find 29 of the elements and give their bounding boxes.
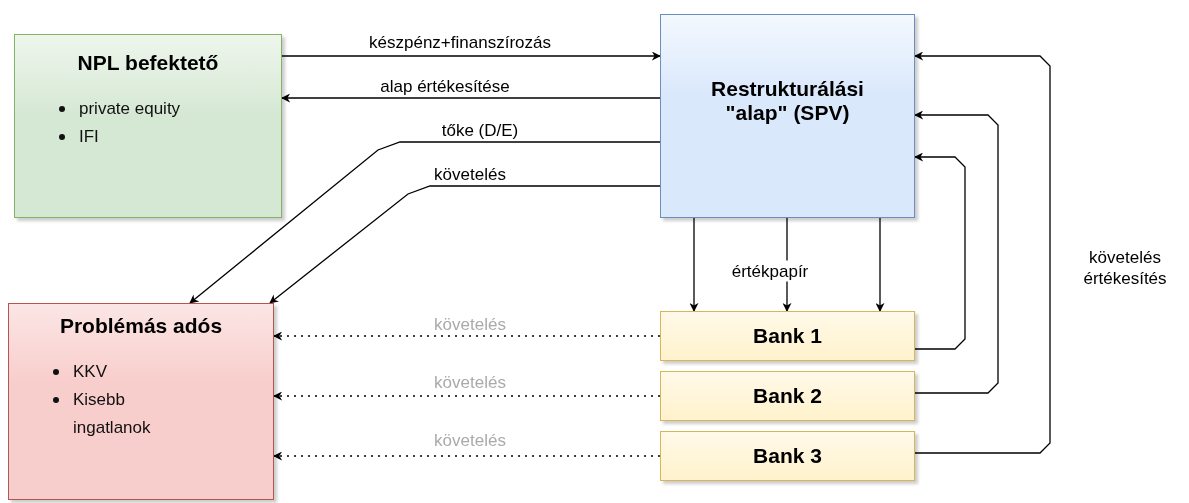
list-item: Kisebb ingatlanok xyxy=(73,389,152,439)
box-title: Problémás adós xyxy=(58,314,224,338)
edge-label: értékpapír xyxy=(729,260,811,282)
dotted-arrow xyxy=(273,391,661,401)
list-item: KKV xyxy=(73,361,108,383)
box-title: Restrukturálási "alap" (SPV) xyxy=(710,77,865,125)
arrow xyxy=(269,185,661,304)
arrow xyxy=(914,110,999,394)
box-title: NPL befektető xyxy=(76,51,220,75)
dotted-arrow xyxy=(273,451,661,461)
arrow xyxy=(689,217,699,312)
list-item: IFI xyxy=(79,126,99,148)
dotted-arrow xyxy=(273,331,661,341)
investor-box xyxy=(14,34,282,218)
arrow xyxy=(281,93,661,103)
debtor-box xyxy=(8,303,274,500)
arrow xyxy=(189,141,661,304)
box-title: Bank 3 xyxy=(752,444,823,468)
box-title: Bank 2 xyxy=(752,384,823,408)
box-title: Bank 1 xyxy=(752,324,823,348)
arrow xyxy=(914,51,1051,454)
fund-box xyxy=(660,14,915,218)
arrow xyxy=(875,217,885,312)
arrow xyxy=(281,51,661,61)
bank-box xyxy=(660,431,915,481)
bank-box xyxy=(660,371,915,421)
bank-box xyxy=(660,311,915,361)
list-item: private equity xyxy=(79,98,181,120)
arrow xyxy=(914,152,966,350)
